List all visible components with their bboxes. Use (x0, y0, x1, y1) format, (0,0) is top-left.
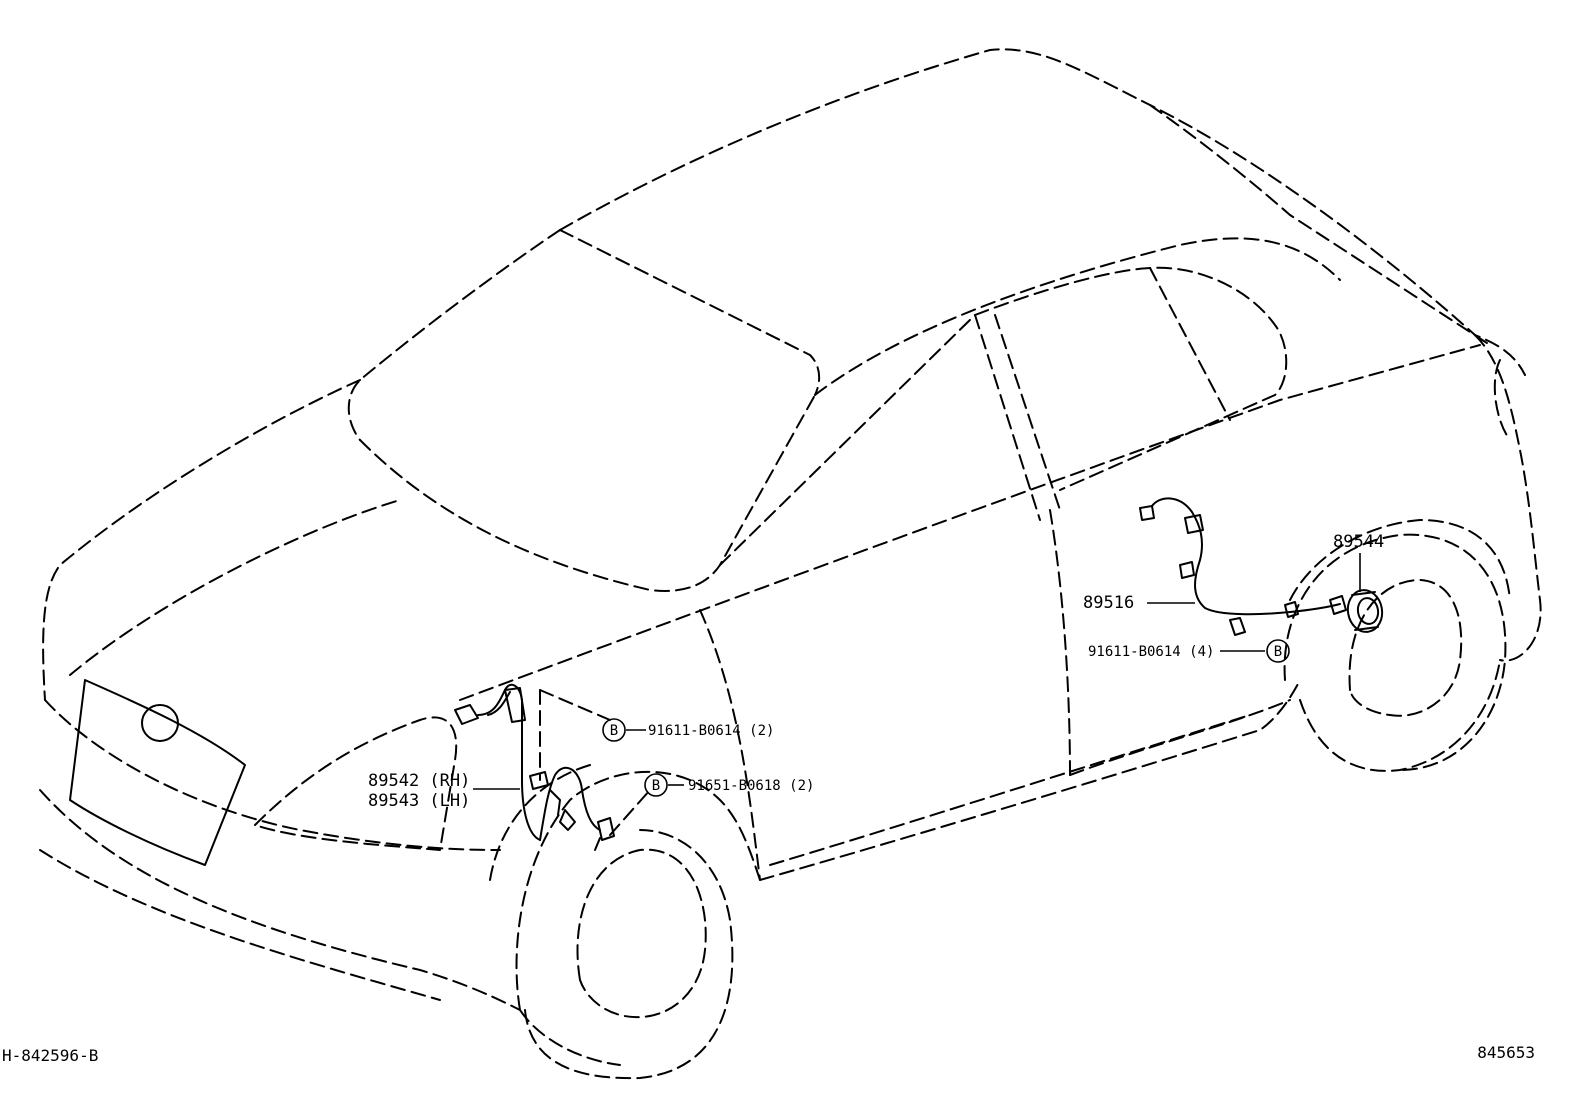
label-rear-rotor: 89544 (1333, 532, 1384, 552)
rear-sensor-rotor (1346, 589, 1384, 633)
callout-b-front-lower: B (644, 773, 668, 797)
callout-b-front-upper: B (602, 718, 626, 742)
callout-letter: B (610, 723, 618, 739)
label-front-sensor-lh: 89543 (LH) (368, 791, 470, 811)
label-bolt-rear: 91611-B0614 (4) (1088, 644, 1214, 660)
front-wheel (519, 829, 734, 1080)
front-speed-sensor-harness (454, 683, 651, 851)
callout-letter: B (1274, 644, 1282, 660)
label-bolt-front-upper: 91611-B0614 (2) (648, 723, 774, 739)
car-body-outline (39, 48, 1542, 1011)
figure-number: 845653 (1477, 1043, 1535, 1062)
leader-lines (473, 553, 1361, 790)
callout-letter: B (652, 778, 660, 794)
callout-b-rear: B (1266, 639, 1290, 663)
label-front-sensor-rh: 89542 (RH) (368, 771, 470, 791)
label-rear-sensor: 89516 (1083, 593, 1134, 613)
rear-wheel (1283, 533, 1507, 771)
drawing-id: H-842596-B (2, 1046, 98, 1065)
rear-speed-sensor-harness (1139, 497, 1347, 636)
label-bolt-front-lower: 91651-B0618 (2) (688, 778, 814, 794)
